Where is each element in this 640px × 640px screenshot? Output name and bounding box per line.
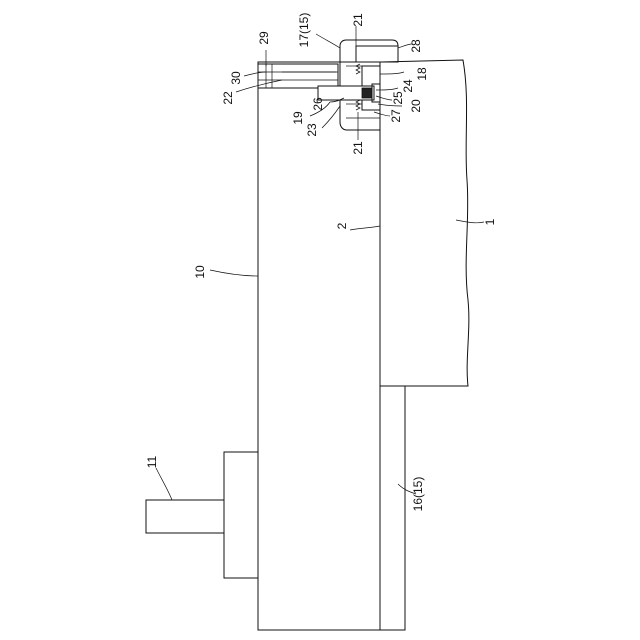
label-2: 2 (335, 222, 349, 229)
label-28: 28 (409, 39, 423, 53)
label-21-bottom: 21 (351, 141, 365, 155)
label-26: 26 (311, 97, 325, 111)
label-18: 18 (415, 67, 429, 81)
label-29: 29 (257, 31, 271, 45)
label-25: 25 (391, 91, 405, 105)
label-20: 20 (409, 99, 423, 113)
shaft-11-body (146, 500, 224, 533)
label-11: 11 (145, 455, 159, 468)
label-10: 10 (193, 265, 207, 279)
channel-22-assembly (258, 64, 338, 88)
label-24: 24 (401, 79, 415, 93)
label-19: 19 (291, 111, 305, 125)
label-23: 23 (305, 123, 319, 137)
shaft-11-base (224, 452, 258, 578)
block-16-outline (380, 386, 405, 630)
label-17: 17(15) (297, 13, 311, 48)
body-1-outline (380, 60, 469, 386)
label-22: 22 (221, 91, 235, 105)
label-27: 27 (389, 109, 403, 123)
label-21-top: 21 (351, 13, 365, 27)
label-30: 30 (229, 71, 243, 85)
label-16: 16(15) (411, 477, 425, 512)
label-1: 1 (483, 218, 497, 225)
